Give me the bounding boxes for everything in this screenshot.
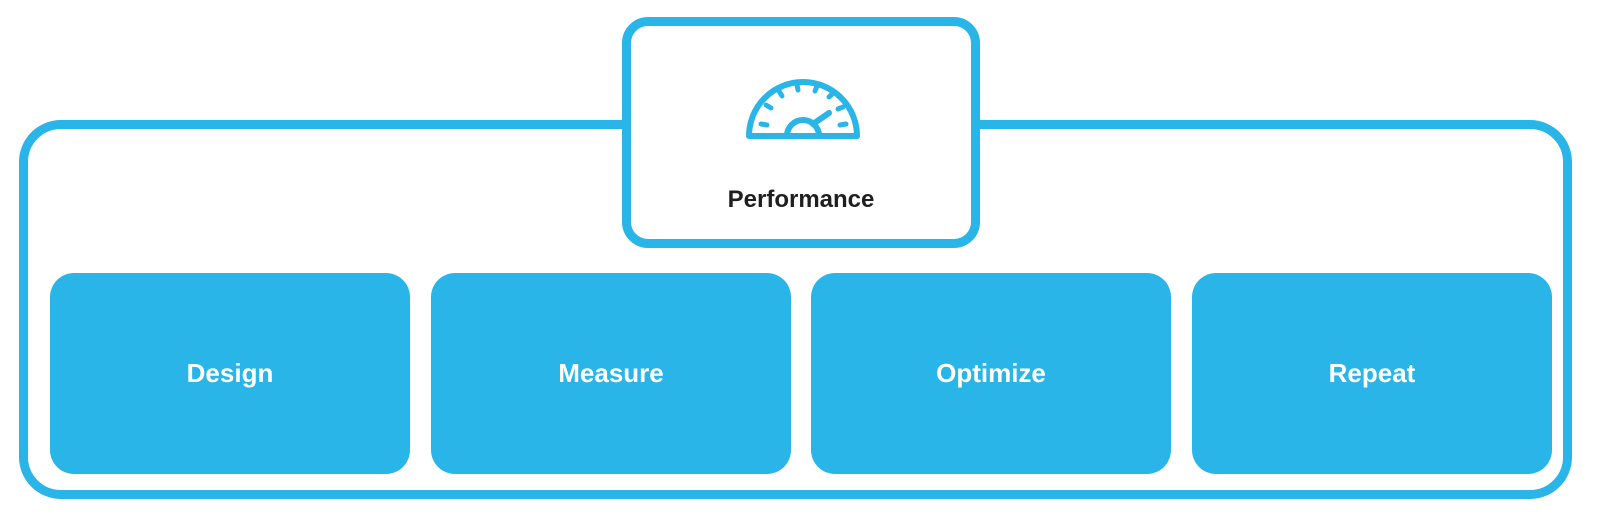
step-measure: Measure [431, 273, 791, 474]
speedometer-icon [746, 79, 860, 139]
performance-label: Performance [727, 186, 875, 213]
step-optimize: Optimize [811, 273, 1171, 474]
performance-card: Performance [622, 17, 980, 248]
step-repeat: Repeat [1192, 273, 1552, 474]
step-design: Design [50, 273, 410, 474]
